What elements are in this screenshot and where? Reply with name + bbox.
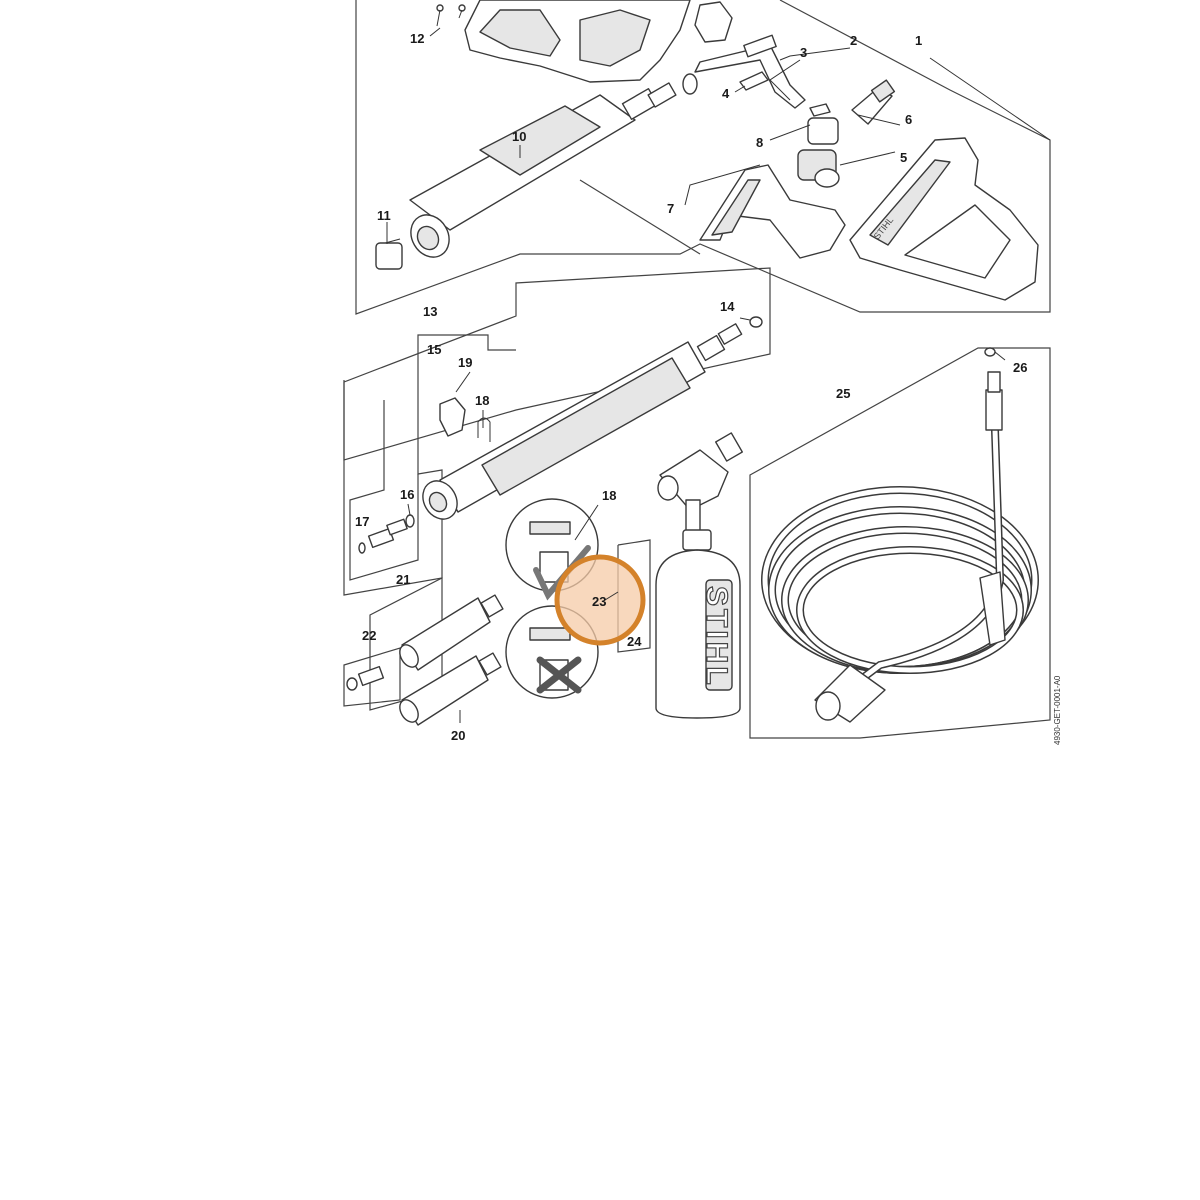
label-2: 2 [850,33,857,48]
adapter [358,514,415,554]
label-19: 19 [458,355,472,370]
label-15: 15 [427,342,441,357]
trigger-lever [851,79,896,125]
clip [739,71,769,91]
label-12: 12 [410,31,424,46]
part-labels: 1 2 3 4 5 6 7 8 10 11 12 13 14 15 16 17 … [355,31,1027,743]
label-6: 6 [905,112,912,127]
label-1: 1 [915,33,922,48]
label-23: 23 [592,594,606,609]
lance-clip [439,397,466,437]
label-22: 22 [362,628,376,643]
label-4: 4 [722,86,730,101]
label-10: 10 [512,129,526,144]
trigger [699,164,846,259]
frame-upper-assembly [355,0,1051,315]
spray-wand [409,82,677,258]
label-11: 11 [377,208,391,223]
label-13: 13 [423,304,437,319]
frame-lance-parts [343,334,516,596]
label-5: 5 [900,150,907,165]
x-mark-icon [536,656,582,694]
nozzle-insert-22 [346,665,385,691]
label-21: 21 [396,572,410,587]
label-26: 26 [1013,360,1027,375]
retaining-pin [477,417,491,442]
foam-nozzle-head [657,432,743,537]
o-ring-14 [749,316,763,328]
nozzle-20 [399,652,502,726]
handle-housing-top [436,0,733,83]
label-16: 16 [400,487,414,502]
label-8: 8 [756,135,763,150]
label-25: 25 [836,386,850,401]
frame-lance-assembly [343,267,771,461]
foam-bottle: STIHL [655,529,741,719]
handle-grip: STIHL [849,137,1039,301]
valve-assembly [797,103,840,188]
label-14: 14 [720,299,735,314]
frame-hose [749,347,1051,739]
label-18-detail: 18 [602,488,616,503]
label-24: 24 [627,634,642,649]
label-17: 17 [355,514,369,529]
lance-extension [422,323,743,520]
label-20: 20 [451,728,465,743]
lance-tube [682,34,806,109]
label-18-pin: 18 [475,393,489,408]
leader-lines [386,27,1051,723]
nozzle-21 [399,594,504,671]
pressure-hose [761,371,1039,723]
brand-logo: STIHL [700,586,733,688]
document-number: 4930-GET-0001-A0 [1053,675,1062,745]
o-ring-26 [984,347,996,357]
highlight-marker [554,554,646,646]
label-7: 7 [667,201,674,216]
spring [375,238,403,270]
label-3: 3 [800,45,807,60]
